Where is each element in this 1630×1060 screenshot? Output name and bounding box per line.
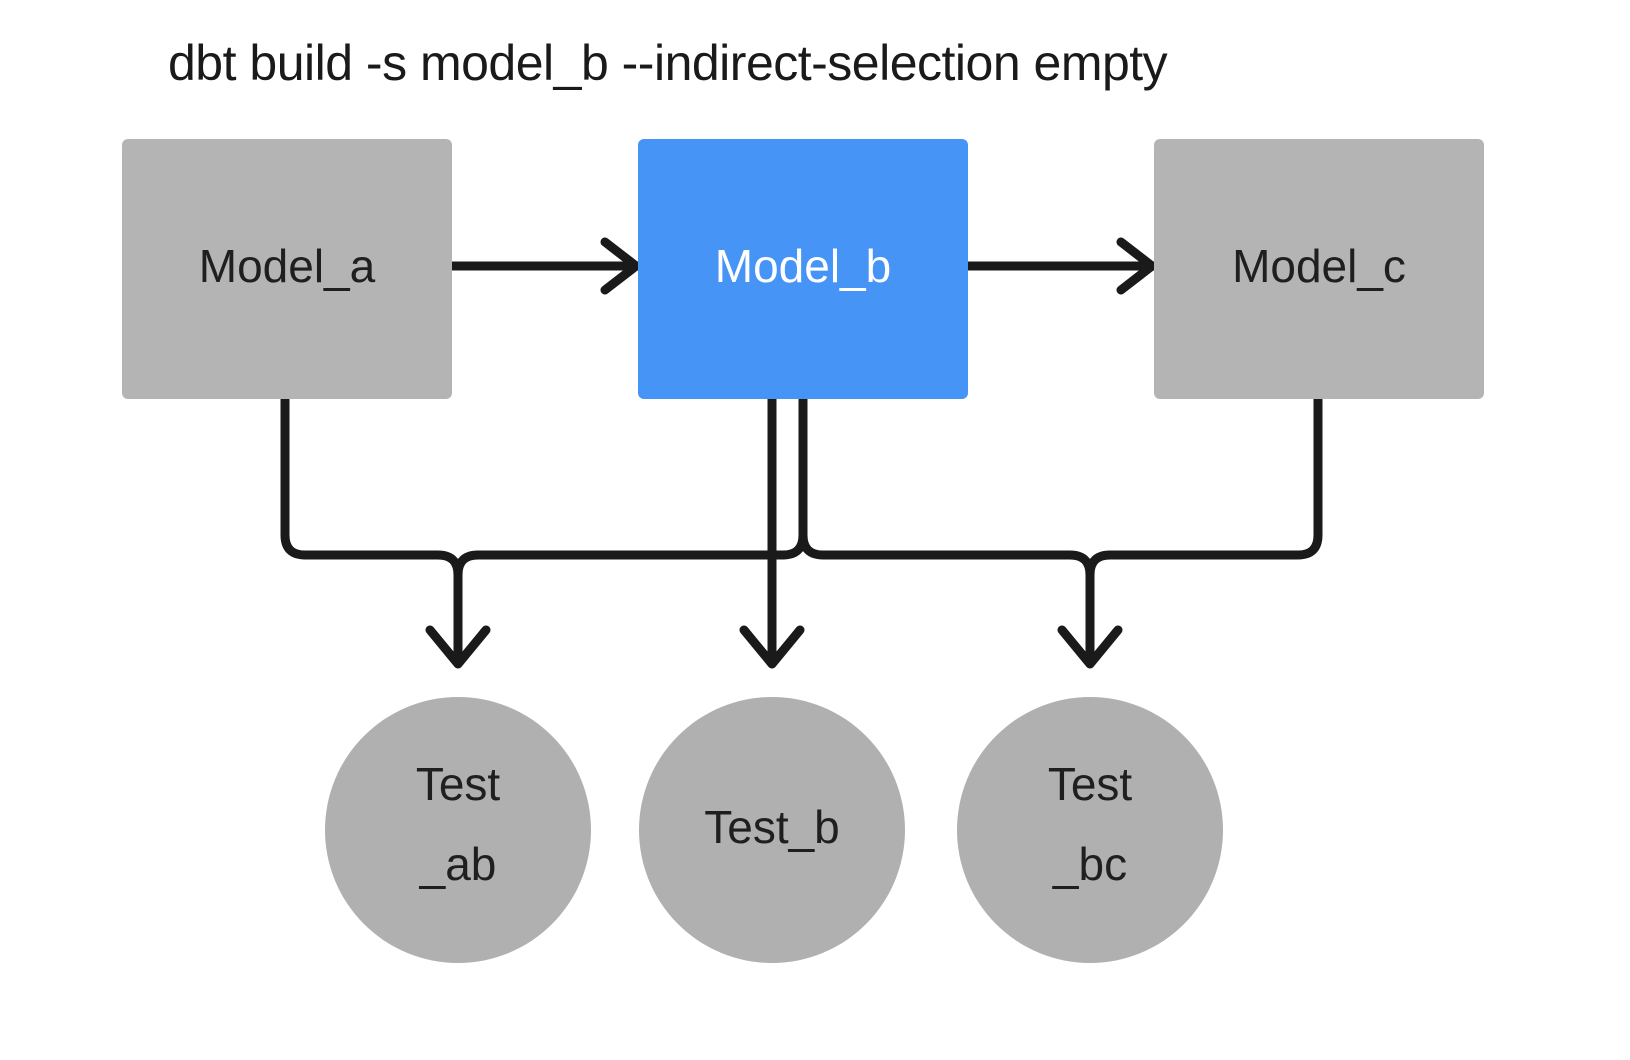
edge-model-b-to-test-bc <box>798 394 1123 669</box>
node-model-b-label: Model_b <box>715 240 891 292</box>
node-model-a-shape[interactable] <box>122 139 452 399</box>
node-model-c-label: Model_c <box>1232 240 1406 292</box>
edge-model-b-to-test-b <box>739 394 805 669</box>
edge-model-b-to-test-ab <box>453 394 808 667</box>
edge-model-c-to-test-bc <box>1085 394 1323 667</box>
node-test-ab[interactable]: Test _ab <box>325 697 591 963</box>
node-model-a[interactable]: Model_a <box>122 139 452 399</box>
node-model-c-shape[interactable] <box>1154 139 1484 399</box>
edge-model-b-to-model-c <box>963 237 1159 295</box>
node-model-a-label: Model_a <box>199 240 376 292</box>
node-test-ab-label-line2: _ab <box>419 838 497 890</box>
node-test-bc[interactable]: Test _bc <box>957 697 1223 963</box>
node-test-bc-label-line1: Test <box>1048 758 1133 810</box>
node-model-b[interactable]: Model_b <box>638 139 968 399</box>
node-test-b-shape[interactable] <box>639 697 905 963</box>
node-test-bc-label-line2: _bc <box>1052 838 1127 890</box>
node-model-c[interactable]: Model_c <box>1154 139 1484 399</box>
node-test-b-label-line1: Test_b <box>704 801 840 853</box>
node-test-ab-shape[interactable] <box>325 697 591 963</box>
diagram-title: dbt build -s model_b --indirect-selectio… <box>168 35 1168 91</box>
node-test-ab-label-line1: Test <box>416 758 501 810</box>
node-test-bc-shape[interactable] <box>957 697 1223 963</box>
edge-model-a-to-model-b <box>447 237 643 295</box>
node-model-b-shape[interactable] <box>638 139 968 399</box>
node-test-b[interactable]: Test_b <box>639 697 905 963</box>
